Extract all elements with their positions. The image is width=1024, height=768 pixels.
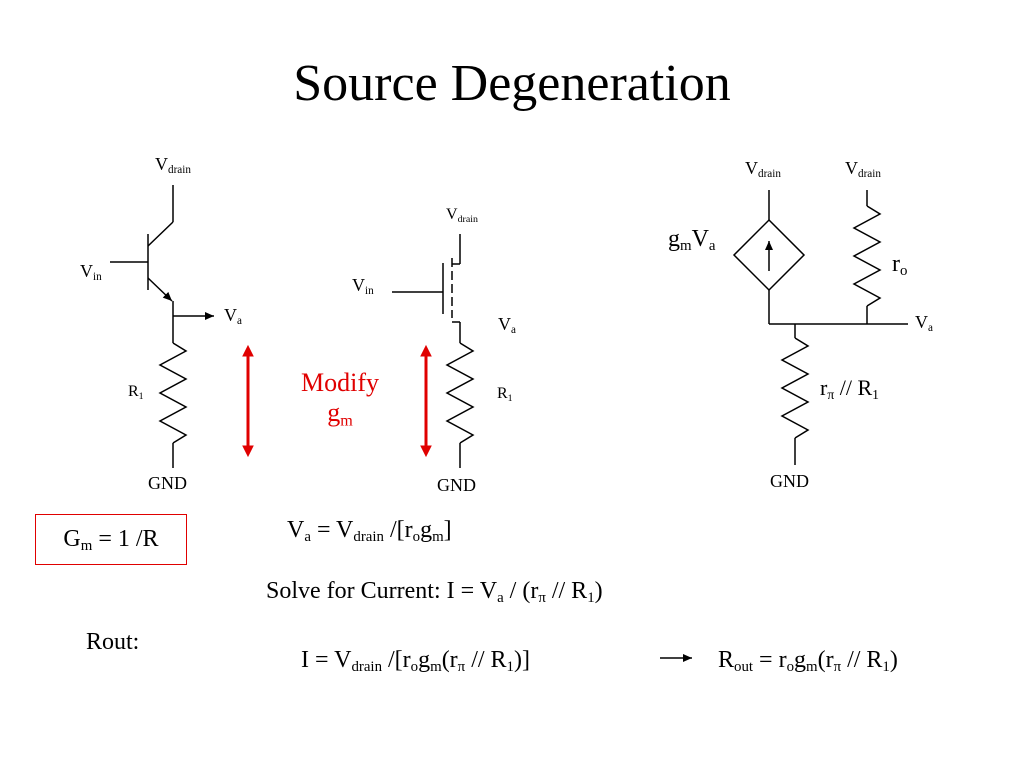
- page-title: Source Degeneration: [293, 55, 731, 112]
- r1-label-left: R1: [128, 383, 144, 402]
- rpi-r1-resistor: [780, 337, 810, 439]
- mosfet-circuit: [392, 234, 475, 468]
- red-double-arrow-right: [420, 344, 432, 458]
- bjt-circuit: [110, 185, 214, 468]
- va-label-left: Va: [224, 305, 242, 328]
- r1-resistor-left: [158, 342, 188, 444]
- ro-resistor: [852, 205, 882, 307]
- ro-label: ro: [892, 251, 908, 280]
- r1-label-middle: R1: [497, 385, 513, 404]
- equation-current: I = Vdrain /[rogm(rπ // R1)]: [301, 647, 530, 676]
- small-signal-circuit: [732, 190, 908, 465]
- va-label-middle: Va: [498, 314, 516, 337]
- rpi-r1-label: rπ // R1: [820, 375, 879, 402]
- modify-gm-label: Modify gm: [301, 368, 379, 430]
- gm-result-box: Gm = 1 /R: [35, 514, 187, 565]
- equation-solve-current: Solve for Current: I = Va / (rπ // R1): [266, 578, 603, 607]
- gnd-label-middle: GND: [437, 475, 476, 495]
- gnd-label-left: GND: [148, 473, 187, 493]
- equation-va: Va = Vdrain /[rogm]: [287, 517, 452, 546]
- vdrain-label-left: Vdrain: [155, 154, 191, 177]
- red-double-arrow-left: [242, 344, 254, 458]
- bjt-emitter-arrow: [147, 277, 173, 302]
- vdrain-label-right-ro: Vdrain: [845, 158, 881, 181]
- vdrain-label-right-source: Vdrain: [745, 158, 781, 181]
- vdrain-label-middle: Vdrain: [446, 206, 478, 225]
- equation-rout: Rout = rogm(rπ // R1): [718, 647, 898, 676]
- r1-resistor-middle: [445, 342, 475, 444]
- vin-label-left: Vin: [80, 261, 102, 284]
- vin-label-middle: Vin: [352, 275, 374, 298]
- rout-label: Rout:: [86, 629, 140, 655]
- va-label-right: Va: [915, 312, 933, 335]
- gm-va-label: gmVa: [668, 226, 716, 255]
- gnd-label-right: GND: [770, 471, 809, 491]
